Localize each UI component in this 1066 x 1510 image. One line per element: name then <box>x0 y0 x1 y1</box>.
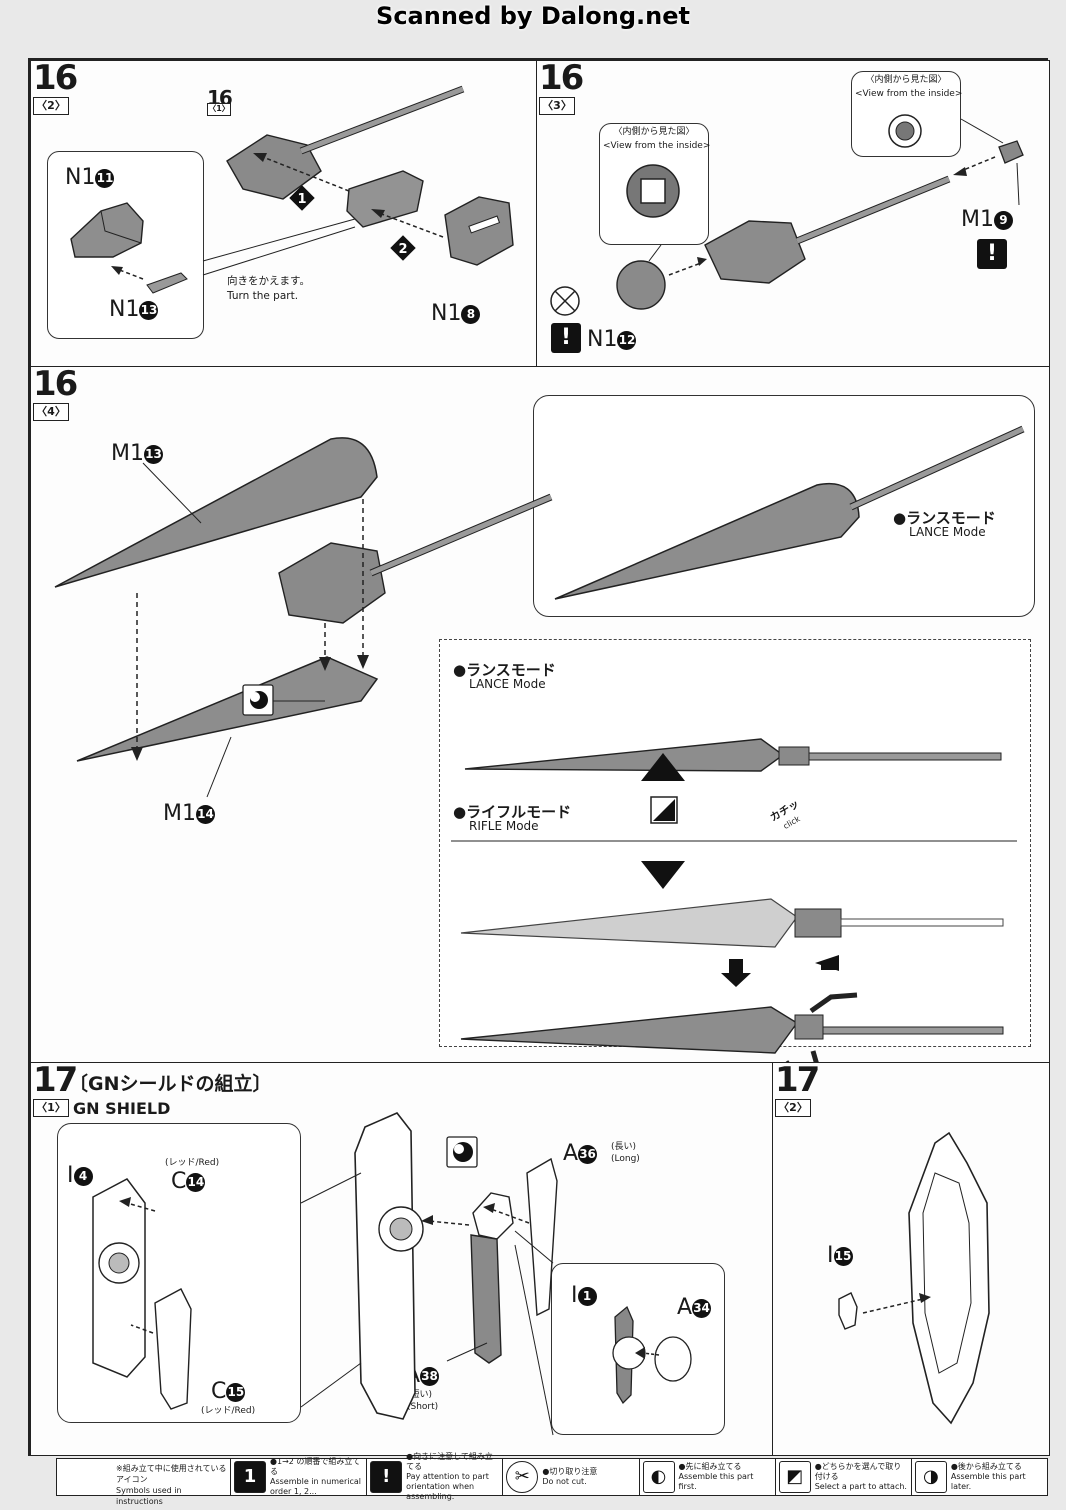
warning-icon: ! <box>370 1461 403 1493</box>
step-16-4-drawing <box>54 425 1025 1087</box>
short-note-en: (Short) <box>407 1402 439 1412</box>
step-16-3-drawing <box>550 114 1024 316</box>
step-16-3-panel: 16 〈3〉 〈内側から見た図〉 <View from the inside> … <box>536 60 1050 368</box>
legend-text-en: Pay attention to part orientation when a… <box>406 1472 489 1501</box>
orientation-warning-icon-2: ! <box>551 323 581 353</box>
sub-step-number: 〈3〉 <box>539 97 575 115</box>
long-note-en: (Long) <box>611 1154 640 1164</box>
ref-sub-step: 〈1〉 <box>207 103 231 116</box>
gn-shield-title-jp: 〔GNシールドの組立〕 <box>69 1073 272 1095</box>
legend-header-en: Symbols used in instructions <box>116 1486 182 1506</box>
step-number: 16 <box>33 364 78 404</box>
part-label-a-34: A34 <box>677 1295 712 1320</box>
turn-part-note-en: Turn the part. <box>227 290 299 302</box>
assemble-first-icon: ◐ <box>642 1461 675 1493</box>
legend-header: ※組み立て中に使用されているアイコン Symbols used in instr… <box>113 1459 231 1506</box>
step-17-1-drawing <box>92 1112 692 1436</box>
legend-text-en: Assemble in numerical order 1, 2... <box>270 1477 362 1496</box>
part-label-c-14: C14 <box>171 1169 206 1194</box>
lance-mode-title-en: LANCE Mode <box>909 525 986 539</box>
part-label-i-15: I15 <box>827 1243 853 1268</box>
legend-text-jp: ●向きに注意して組み立てる <box>406 1452 493 1471</box>
legend-text-jp: ●どちらかを選んで取り付ける <box>814 1462 902 1481</box>
step-17-2-panel: 17 〈2〉 I15 <box>772 1062 1050 1456</box>
part-label-c-15: C15 <box>211 1379 246 1404</box>
sub-step-number: 〈1〉 <box>33 1099 69 1117</box>
rifle-mode-label-en: RIFLE Mode <box>469 819 539 833</box>
red-color-note-2: (レッド/Red) <box>201 1406 256 1416</box>
order-icon: 1 <box>234 1461 266 1493</box>
step-number: 17 <box>33 1060 78 1100</box>
red-color-note-1: (レッド/Red) <box>165 1158 220 1168</box>
legend-text-en: Assemble this part first. <box>678 1472 754 1491</box>
legend-text-jp: ●1→2 の順番で組み立てる <box>270 1457 361 1476</box>
order-mark-1: 1 <box>297 192 306 207</box>
rifle-mode-label-jp: ●ライフルモード <box>453 803 572 821</box>
lance-mode-label-en: LANCE Mode <box>469 677 546 691</box>
step-16-4-panel: 16 〈4〉 M113 M114 ●ランスモード LANCE Mode ●ランス… <box>30 364 1050 1087</box>
order-mark-2: 2 <box>398 242 407 257</box>
inside-view-title-jp: 〈内側から見た図〉 <box>613 127 695 137</box>
part-label-n1-12: N112 <box>587 327 637 352</box>
inside-view-title-en-2: <View from the inside> <box>855 89 963 99</box>
part-label-n1-13: N113 <box>109 297 159 322</box>
select-part-icon: ◩ <box>778 1461 811 1493</box>
part-label-m1-14: M114 <box>163 801 215 826</box>
step-number: 16 <box>539 58 584 98</box>
sub-step-number: 〈2〉 <box>33 97 69 115</box>
gn-shield-title-en: GN SHIELD <box>73 1099 171 1118</box>
inside-view-title-en: <View from the inside> <box>603 141 711 151</box>
lance-mode-title-jp: ●ランスモード <box>893 509 996 527</box>
watermark: Scanned by Dalong.net <box>376 2 690 30</box>
symbol-legend: ※組み立て中に使用されているアイコン Symbols used in instr… <box>56 1452 1048 1506</box>
short-note-jp: (短い) <box>407 1390 433 1400</box>
step-number: 17 <box>775 1060 820 1100</box>
legend-text-en: Select a part to attach. <box>814 1482 907 1491</box>
step-number: 16 <box>33 58 78 98</box>
step-17-2-drawing <box>838 1131 990 1425</box>
part-label-n1-11: N111 <box>65 165 115 190</box>
long-note-jp: (長い) <box>611 1142 637 1152</box>
sub-step-number: 〈2〉 <box>775 1099 811 1117</box>
turn-part-note-jp: 向きをかえます。 <box>227 275 310 287</box>
part-label-m1-13: M113 <box>111 441 163 466</box>
orientation-warning-icon: ! <box>977 239 1007 269</box>
inside-view-title-jp-2: 〈内側から見た図〉 <box>865 75 947 85</box>
part-label-a-36: A36 <box>563 1141 598 1166</box>
legend-text-jp: ●後から組み立てる <box>950 1462 1022 1471</box>
assemble-later-icon: ◑ <box>914 1461 947 1493</box>
legend-header-jp: ※組み立て中に使用されているアイコン <box>116 1464 227 1484</box>
no-cut-icon: ✂ <box>506 1461 539 1493</box>
legend-text-jp: ●先に組み立てる <box>678 1462 742 1471</box>
legend-text-en: Do not cut. <box>542 1477 587 1486</box>
step-16-2-drawing: 1 2 <box>70 85 514 294</box>
sub-step-number: 〈4〉 <box>33 403 69 421</box>
legend-text-jp: ●切り取り注意 <box>542 1467 598 1476</box>
lance-mode-label-jp: ●ランスモード <box>453 661 556 679</box>
legend-text-en: Assemble this part later. <box>950 1472 1026 1491</box>
